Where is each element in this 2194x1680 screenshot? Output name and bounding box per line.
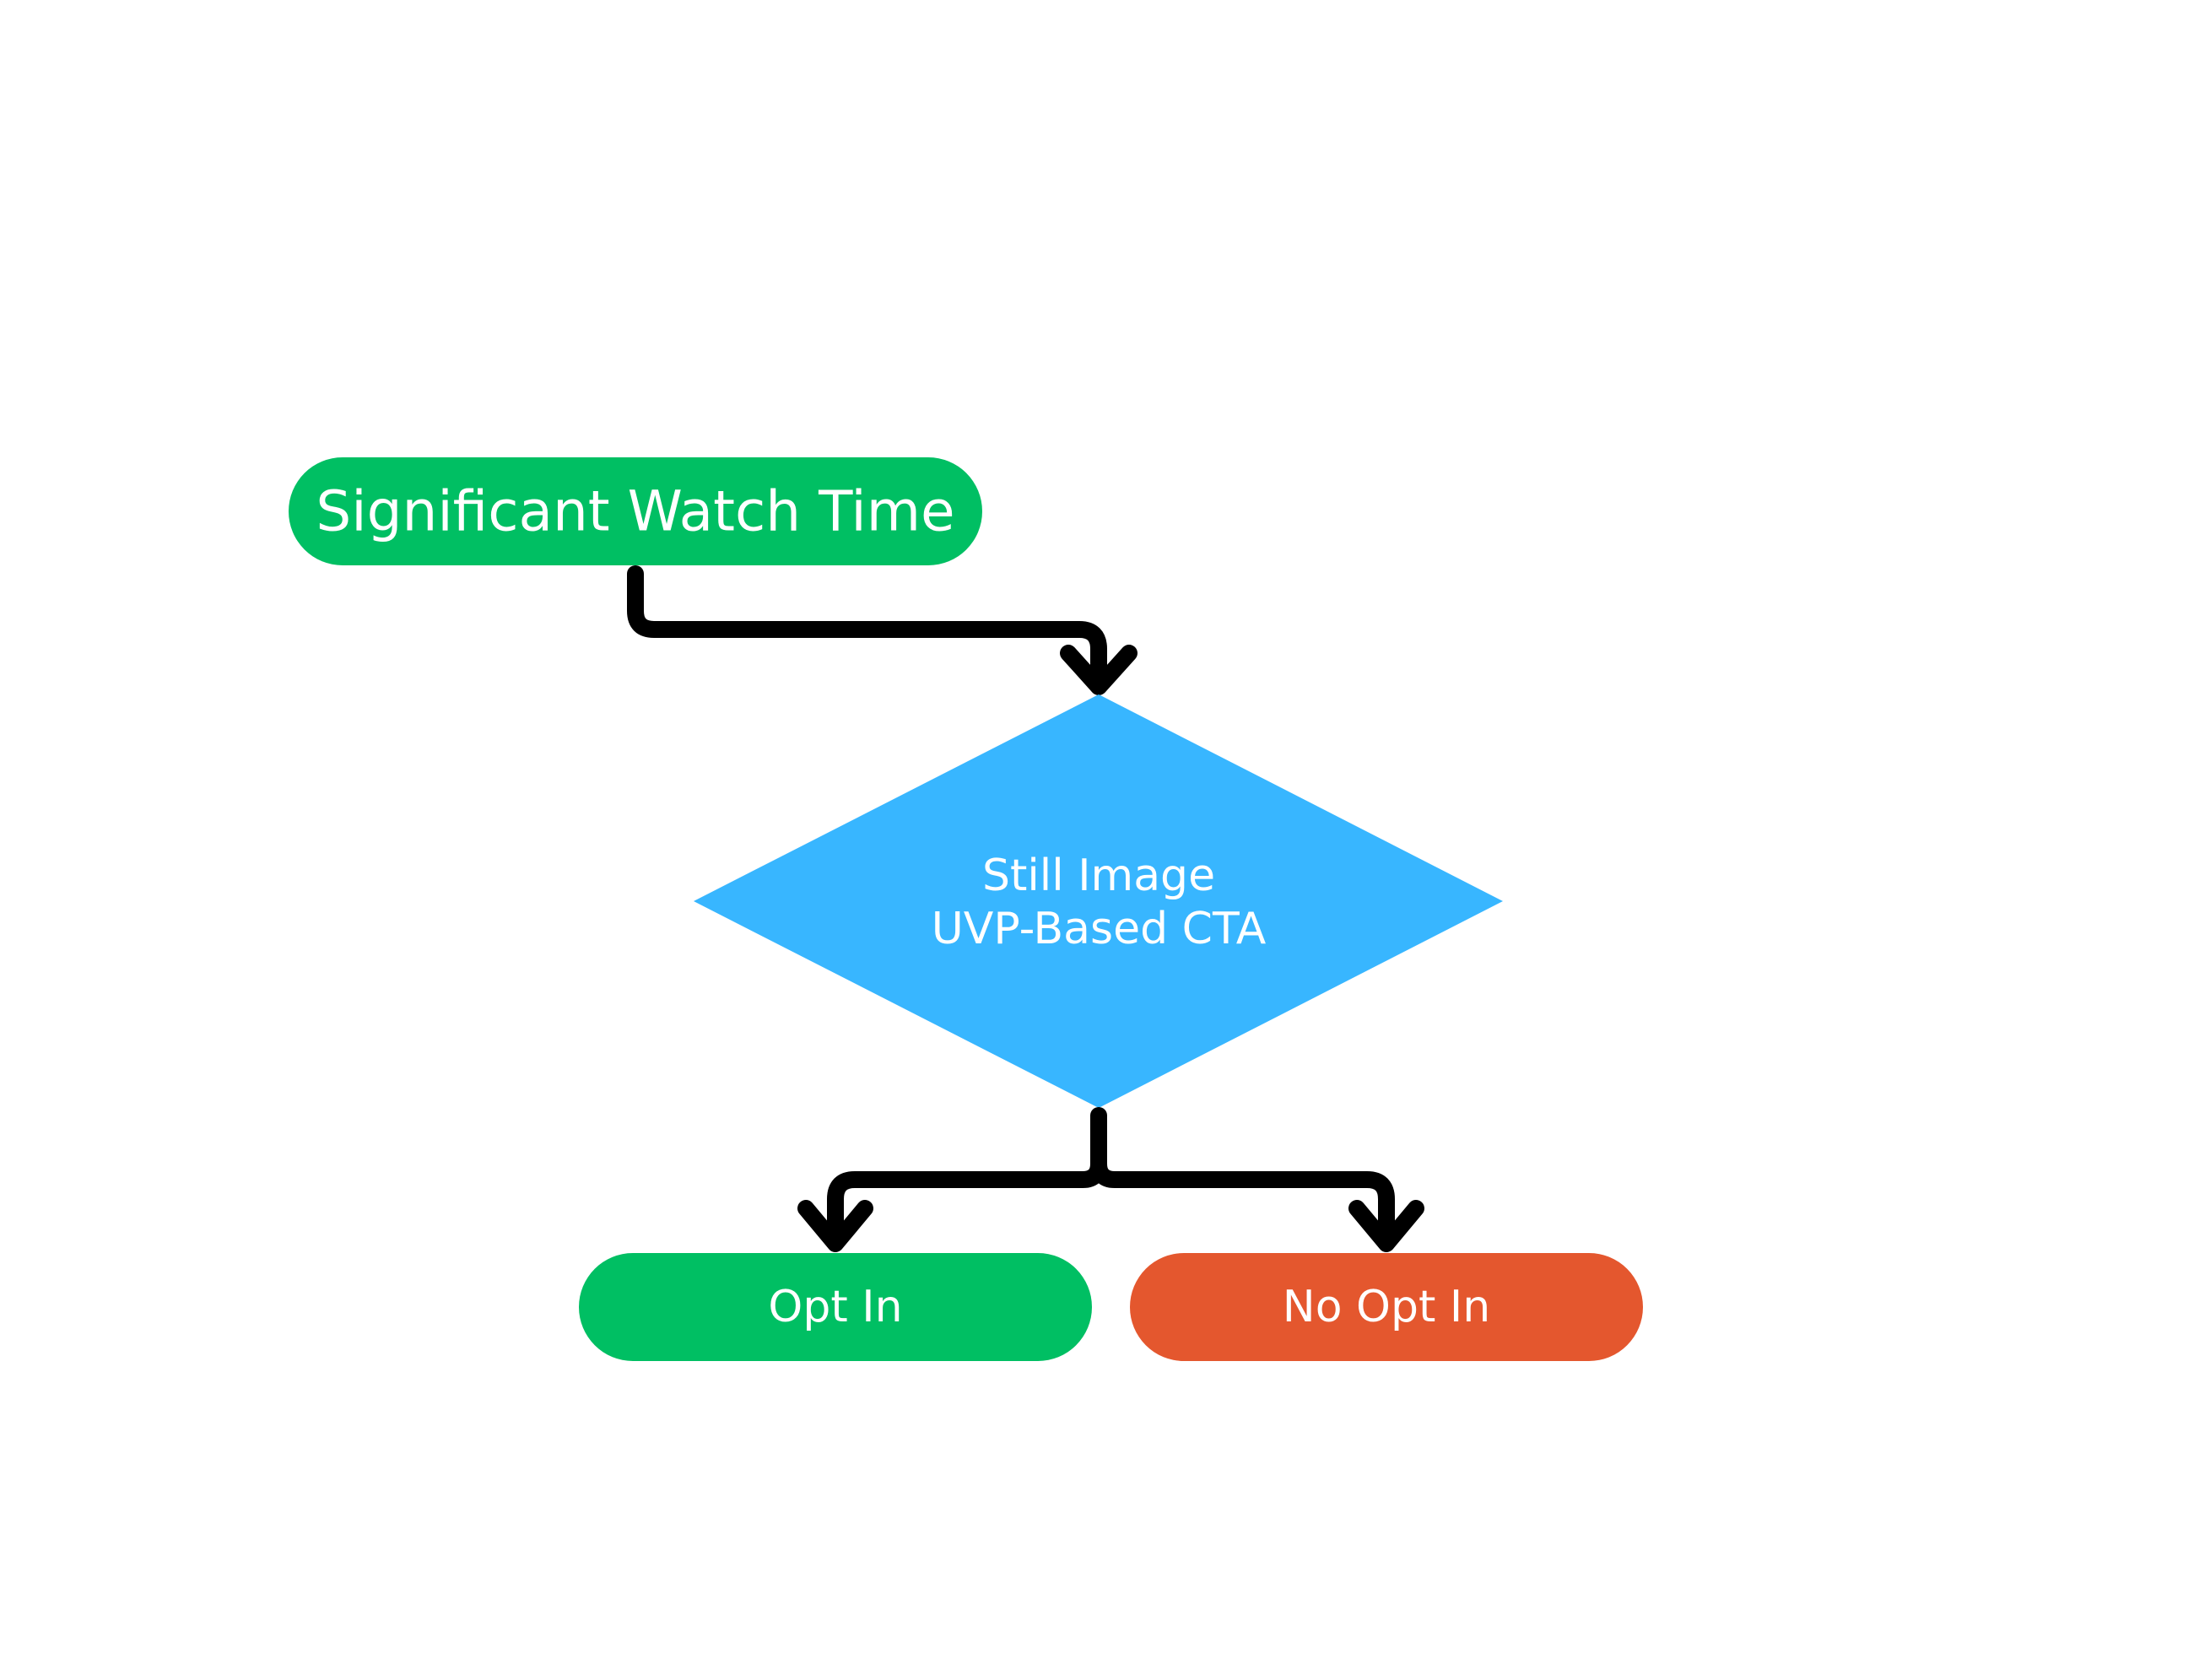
arrowhead-decision	[1060, 645, 1138, 695]
decision-node-label-line2: UVP-Based CTA	[932, 904, 1267, 954]
no-opt-in-node-shape	[1130, 1253, 1643, 1361]
opt-in-node-shape	[579, 1253, 1092, 1361]
start-node[interactable]: Significant Watch Time	[289, 457, 982, 565]
start-node-label: Significant Watch Time	[316, 479, 954, 544]
opt-in-node-label: Opt In	[768, 1282, 902, 1332]
start-node-shape	[289, 457, 982, 565]
no-opt-in-node[interactable]: No Opt In	[1130, 1253, 1643, 1361]
decision-node-shape	[694, 694, 1503, 1108]
decision-node-label-line1: Still Image	[982, 851, 1215, 901]
connector-decision-to-no-opt-in	[1090, 1155, 1395, 1249]
arrowhead-opt-in	[797, 1200, 873, 1252]
connector-decision-to-opt-in	[827, 1107, 1107, 1249]
arrowhead-no-opt-in	[1348, 1200, 1424, 1252]
connector-start-to-decision	[627, 565, 1107, 694]
no-opt-in-node-label: No Opt In	[1283, 1282, 1490, 1332]
opt-in-node[interactable]: Opt In	[579, 1253, 1092, 1361]
decision-node[interactable]: Still Image UVP-Based CTA	[694, 694, 1503, 1108]
